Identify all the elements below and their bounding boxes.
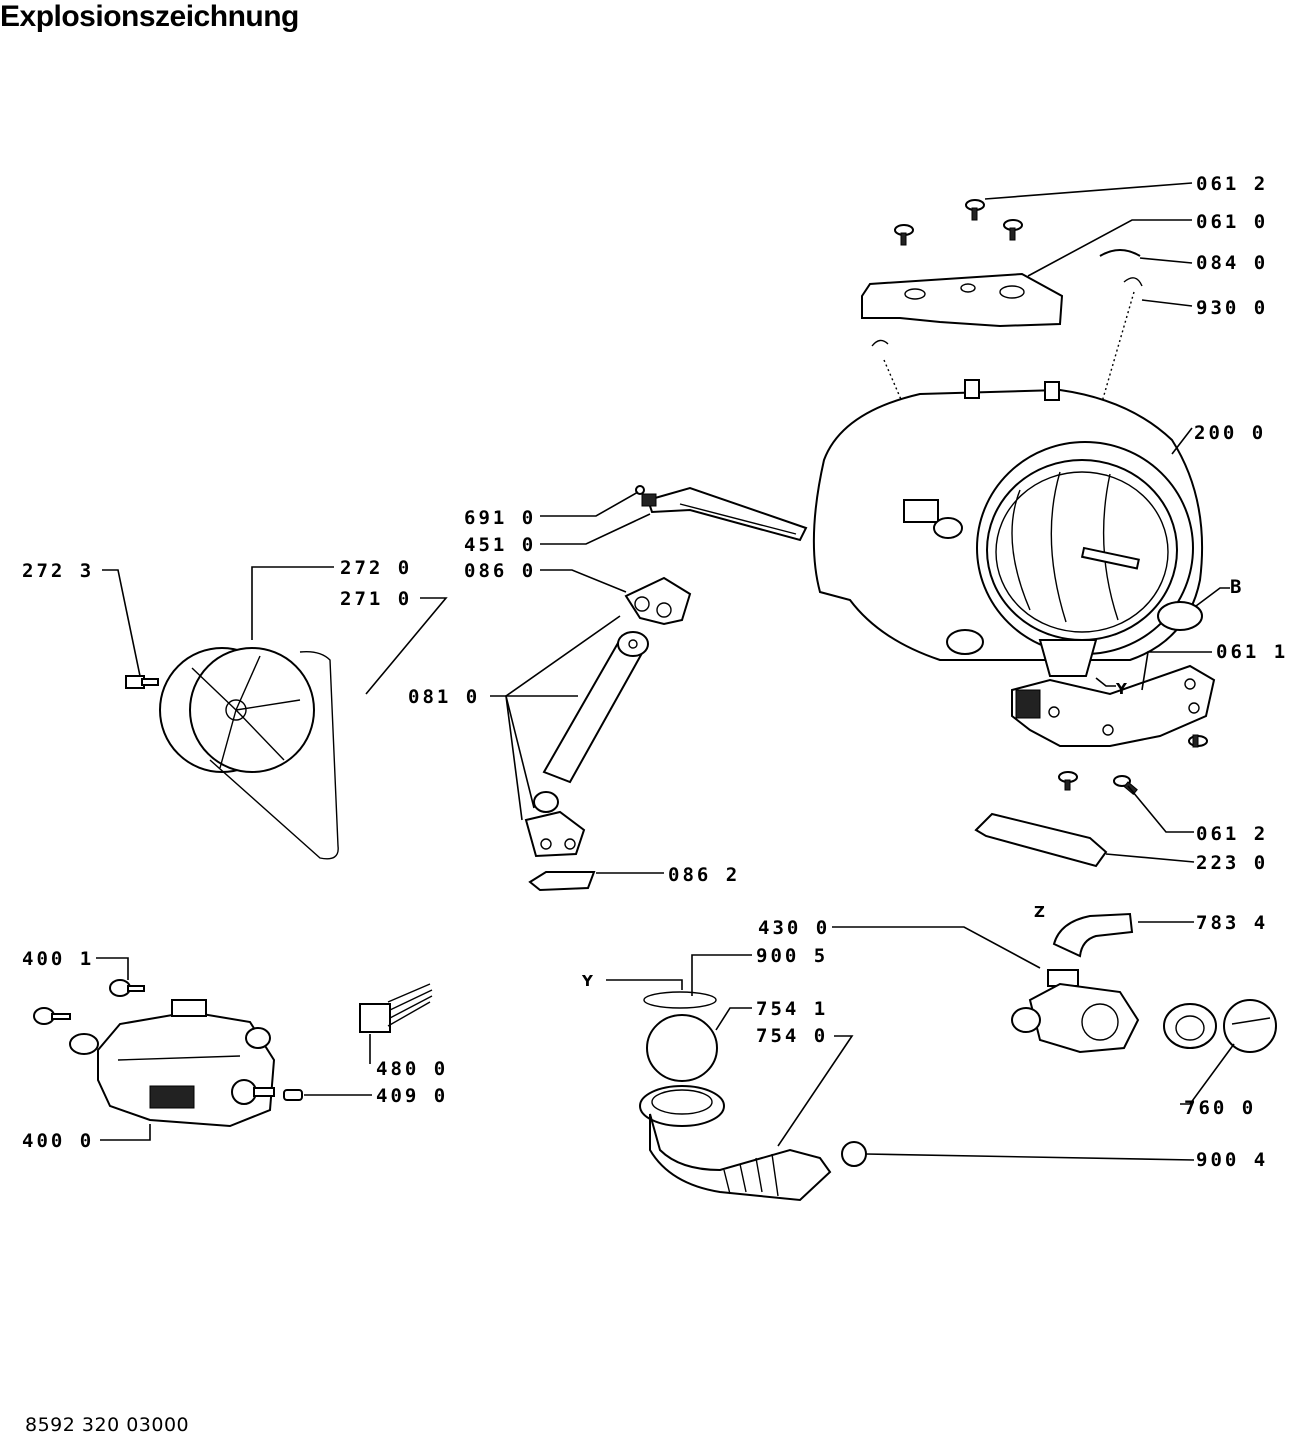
pulley-272-0: [159, 647, 315, 773]
label-y-tub: Y: [1115, 680, 1128, 698]
motor-400-0: [69, 999, 276, 1128]
ball-754-1: [646, 1014, 718, 1082]
clip-084-0: [1099, 249, 1141, 257]
label-271-0: 271 0: [340, 588, 412, 610]
label-272-3: 272 3: [22, 560, 94, 582]
counterweight-061-1: [1011, 664, 1216, 747]
label-061-2-top: 061 2: [1196, 173, 1268, 195]
tub-200-0: [812, 379, 1204, 677]
label-451-0: 451 0: [464, 534, 536, 556]
screw-061-2-lower-b: [1058, 771, 1078, 791]
label-480-0: 480 0: [376, 1058, 448, 1080]
label-b: B: [1230, 576, 1244, 598]
label-930-0: 930 0: [1196, 297, 1268, 319]
label-z: Z: [1034, 903, 1045, 921]
label-086-0: 086 0: [464, 560, 536, 582]
heater-451-0: [635, 485, 808, 542]
label-061-2-lower: 061 2: [1196, 823, 1268, 845]
counterweight-top: [861, 272, 1064, 328]
label-400-1: 400 1: [22, 948, 94, 970]
label-783-4: 783 4: [1196, 912, 1268, 934]
leader-lines: [96, 182, 1235, 1161]
label-272-0: 272 0: [340, 557, 412, 579]
belt-271-0: [209, 650, 339, 860]
bolt-400-1-b: [33, 1007, 71, 1025]
hose-783-4: [1052, 912, 1134, 958]
label-754-1: 754 1: [756, 998, 828, 1020]
label-084-0: 084 0: [1196, 252, 1268, 274]
label-y-sump: Y: [581, 972, 594, 990]
label-900-4: 900 4: [1196, 1149, 1268, 1171]
sump-hose-754-0: [639, 1085, 832, 1202]
label-900-5: 900 5: [756, 945, 828, 967]
label-081-0: 081 0: [408, 686, 480, 708]
label-061-0: 061 0: [1196, 211, 1268, 233]
shock-absorber-081-0: [524, 631, 649, 858]
label-061-1: 061 1: [1216, 641, 1288, 663]
label-086-2: 086 2: [668, 864, 740, 886]
label-760-0: 760 0: [1184, 1097, 1256, 1119]
damper-bracket-086-2: [528, 871, 596, 892]
label-691-0: 691 0: [464, 507, 536, 529]
pump-430-0: [1011, 969, 1140, 1054]
damper-mount-086-0: [624, 576, 692, 626]
spring-930-0: [1101, 277, 1143, 403]
screw-061-2-lower-c: [1113, 775, 1138, 796]
screw-061-0-right: [1003, 219, 1023, 241]
brush-409-0: [283, 1089, 303, 1101]
label-223-0: 223 0: [1196, 852, 1268, 874]
label-754-0: 754 0: [756, 1025, 828, 1047]
tub-handle-223-0: [974, 812, 1108, 868]
bolt-400-1-a: [109, 979, 145, 997]
filter-760-0: [1163, 999, 1277, 1053]
label-430-0: 430 0: [758, 917, 830, 939]
document-number: 8592 320 03000: [25, 1414, 190, 1436]
screw-061-0-left: [894, 224, 914, 246]
label-400-0: 400 0: [22, 1130, 94, 1152]
ring-900-5: [643, 991, 717, 1009]
screw-061-2-lower-a: [1188, 734, 1208, 748]
page-title: Explosionszeichnung: [0, 0, 299, 33]
label-409-0: 409 0: [376, 1085, 448, 1107]
screw-061-2-top: [965, 199, 985, 221]
clamp-900-4: [841, 1141, 867, 1167]
connector-480-0: [359, 983, 433, 1033]
screw-272-3: [125, 675, 159, 689]
label-200-0: 200 0: [1194, 422, 1266, 444]
